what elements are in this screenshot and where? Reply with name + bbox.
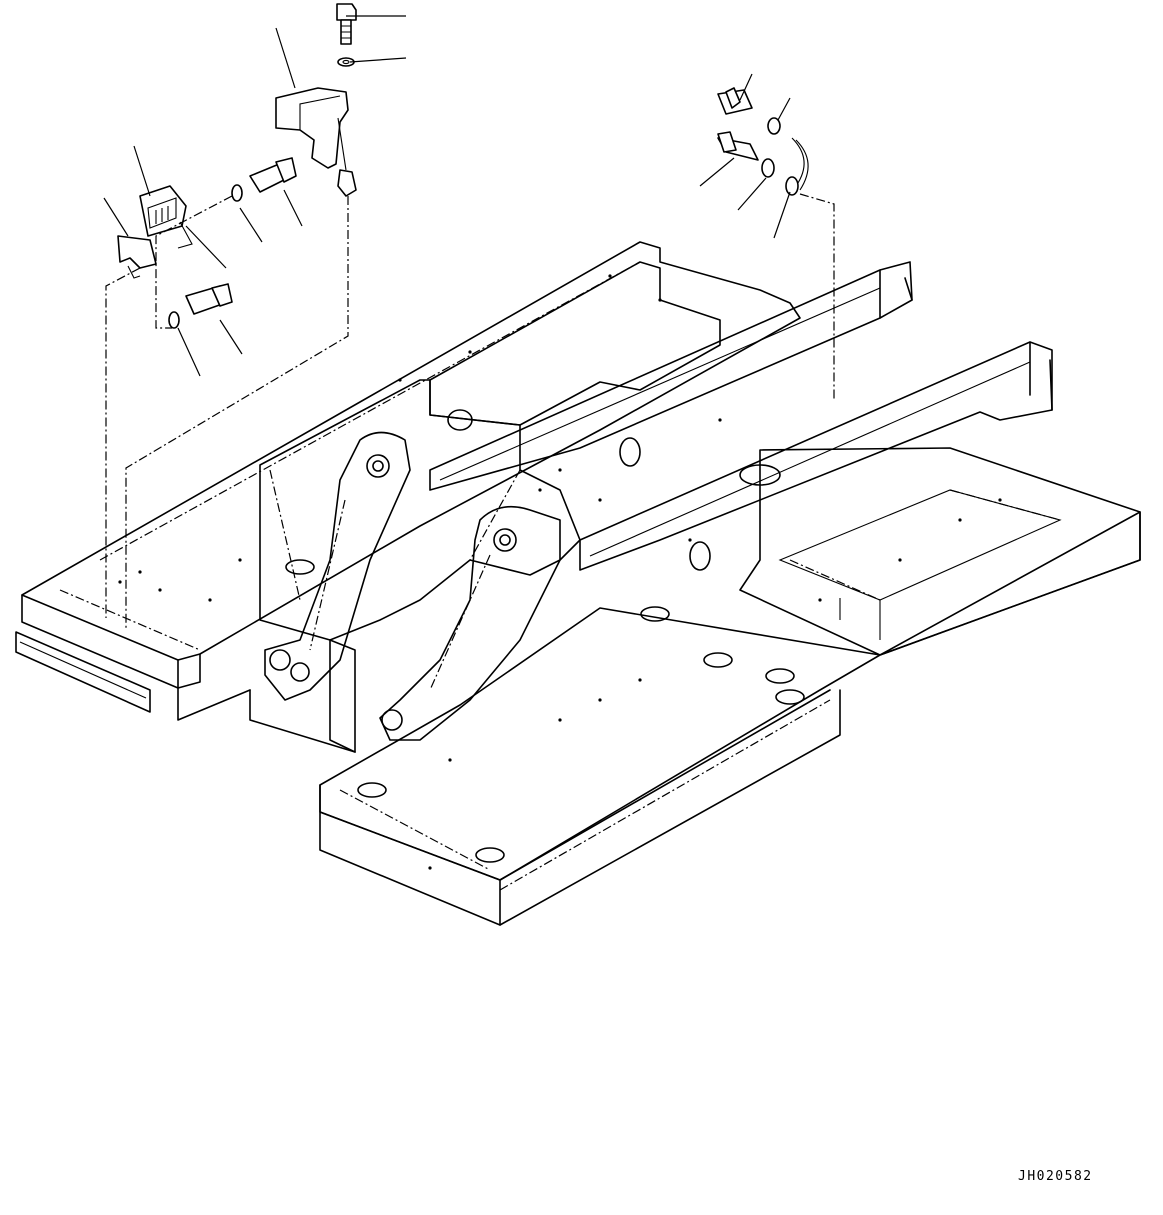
ground-strap bbox=[785, 137, 809, 196]
mounting-bolt-top bbox=[336, 3, 357, 67]
left-arm bbox=[264, 431, 411, 701]
cover-bracket bbox=[275, 87, 357, 197]
right-deck bbox=[739, 447, 1141, 656]
lamp-bracket bbox=[117, 235, 157, 279]
leader-lines bbox=[103, 15, 835, 628]
fastener-dots bbox=[118, 274, 1002, 870]
diagonal-beams bbox=[429, 261, 1053, 571]
left-frame-member bbox=[15, 241, 801, 721]
right-arm bbox=[379, 505, 561, 741]
bolt-and-washer-low bbox=[168, 283, 233, 329]
lower-base-plate bbox=[285, 409, 1141, 926]
bolt-lower-right bbox=[717, 131, 775, 178]
bolt-upper-right bbox=[717, 87, 781, 135]
bolt-and-washer-mid bbox=[231, 157, 297, 202]
warning-light-lamp bbox=[139, 185, 193, 249]
main-frame-body bbox=[249, 261, 721, 753]
drawing-number: JH020582 bbox=[1018, 1169, 1093, 1184]
